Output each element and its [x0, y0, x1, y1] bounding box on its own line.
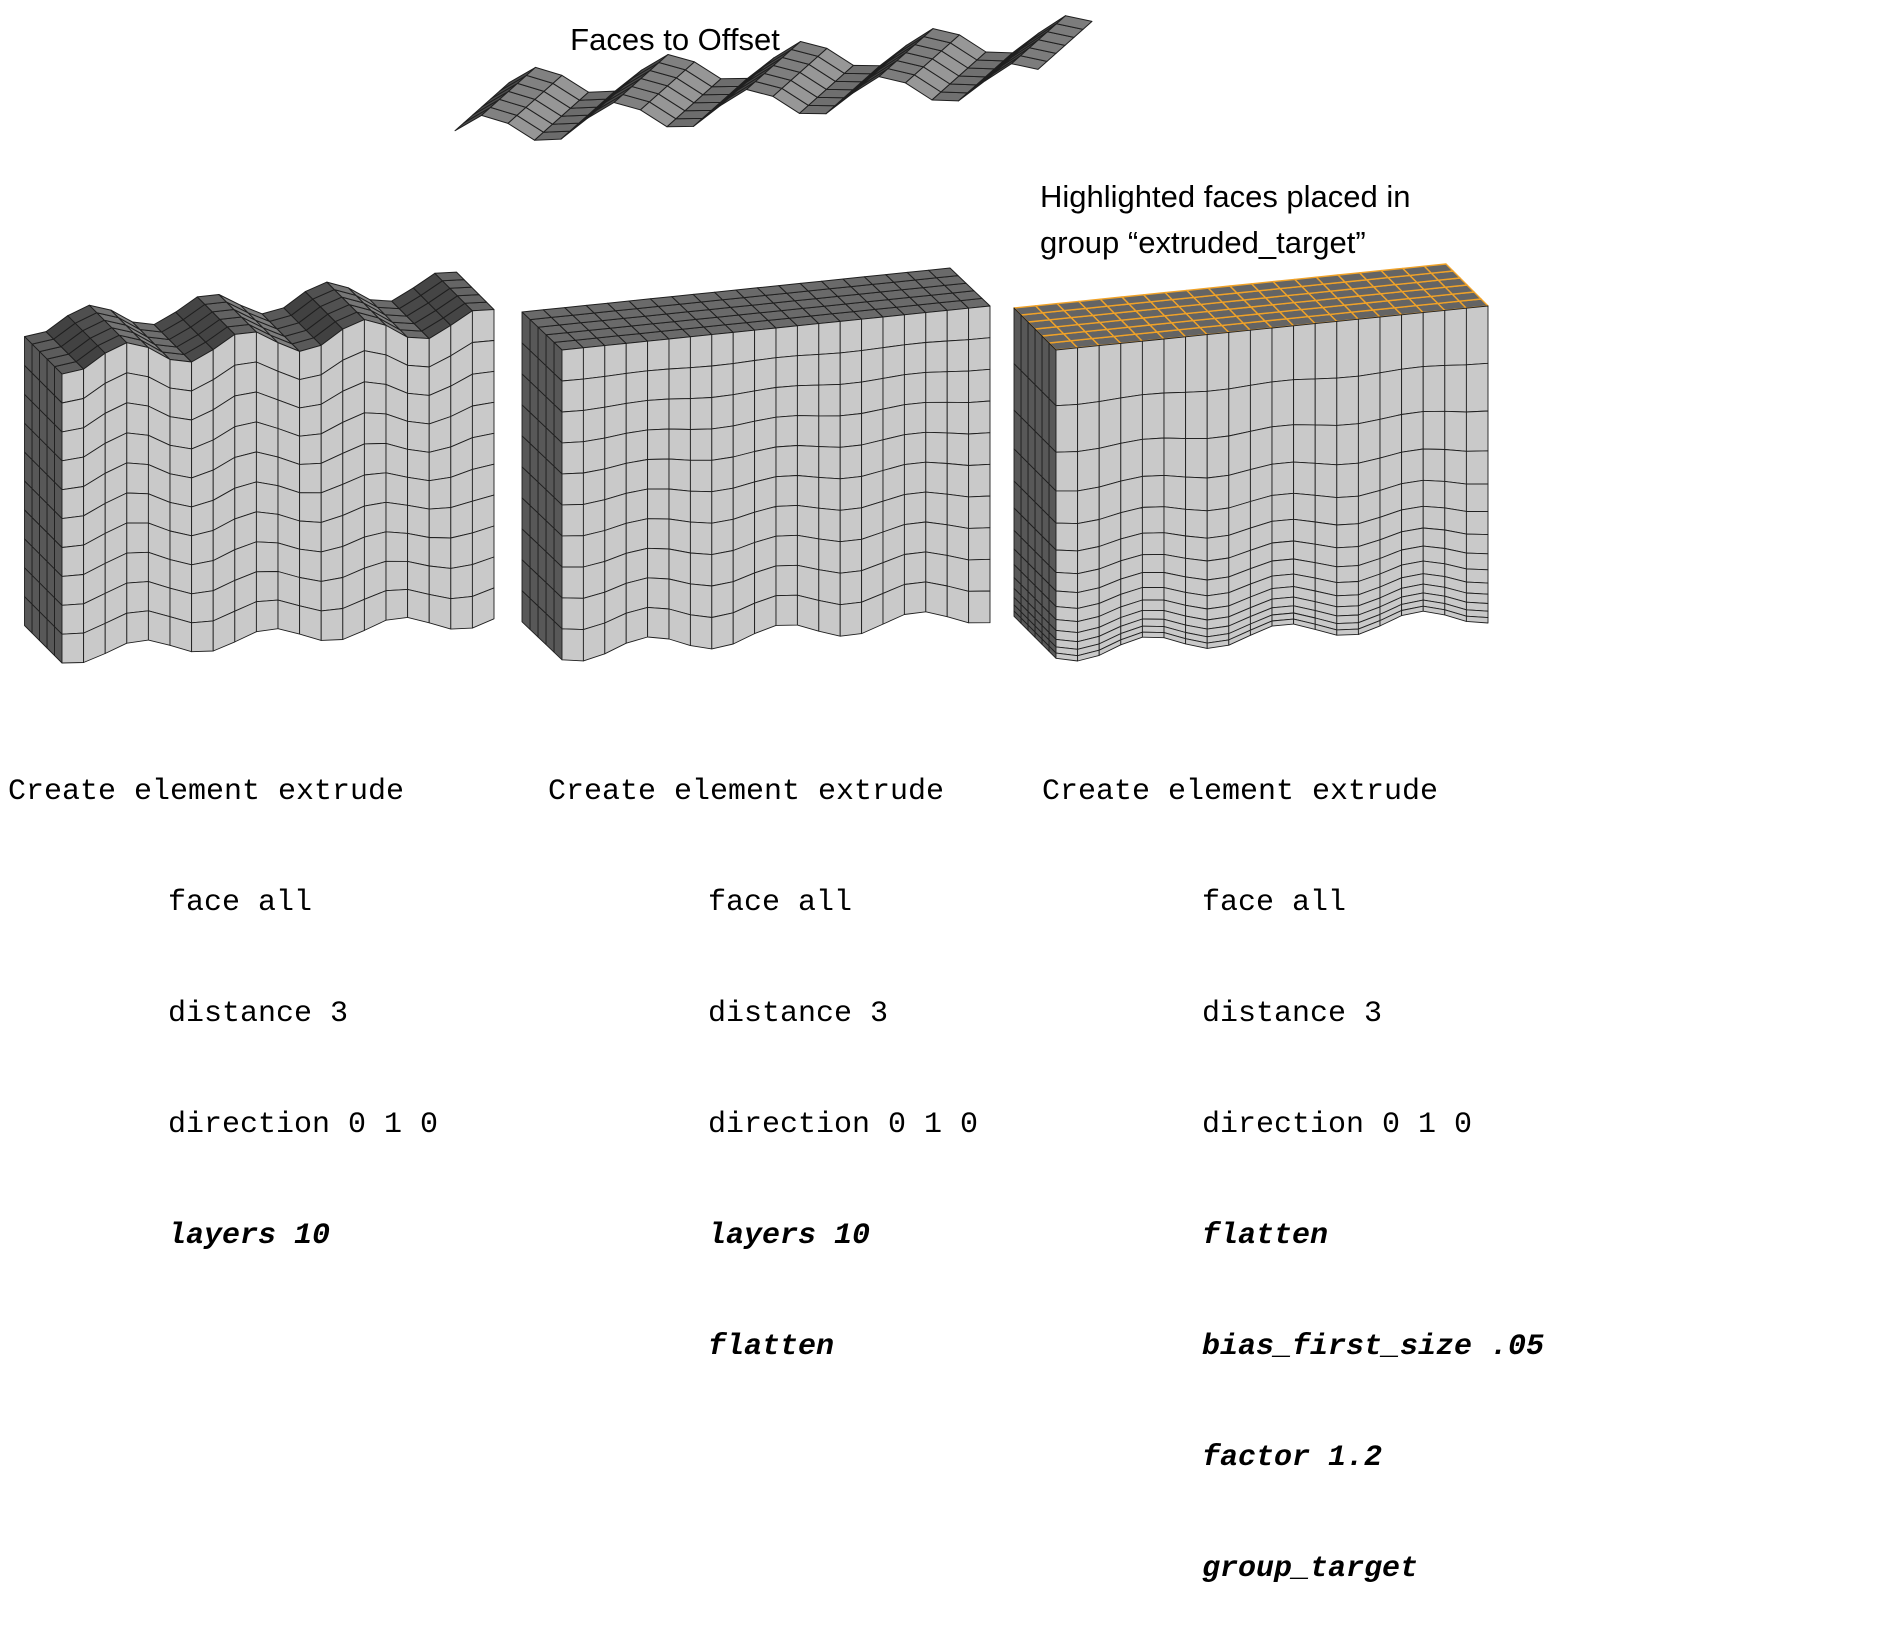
command-line: direction 0 1 0 — [1202, 1108, 1473, 1142]
command-block-right: Create element extrude face all distance… — [1042, 700, 1544, 1625]
command-line: face all — [1202, 886, 1347, 920]
command-line: direction 0 1 0 — [168, 1108, 439, 1142]
caption-line-2: group “extruded_target” — [1040, 225, 1366, 260]
extruded-block-layers10-mesh — [24, 271, 495, 664]
figure-title: Faces to Offset — [570, 22, 780, 57]
command-line-emphasis: flatten — [708, 1330, 835, 1364]
command-line: distance 3 — [708, 997, 889, 1031]
command-line: face all — [168, 886, 313, 920]
command-line: Create element extrude — [548, 775, 945, 809]
command-line: Create element extrude — [8, 775, 405, 809]
command-line-emphasis: flatten — [1202, 1219, 1329, 1253]
command-line: distance 3 — [1202, 997, 1383, 1031]
command-line-emphasis: layers 10 — [708, 1219, 871, 1253]
command-line-emphasis: factor 1.2 — [1202, 1441, 1383, 1475]
command-block-left: Create element extrude face all distance… — [8, 700, 438, 1292]
extruded-block-flatten-mesh — [521, 267, 991, 662]
extruded-block-biased-highlighted-mesh — [1013, 263, 1489, 662]
caption-line-1: Highlighted faces placed in — [1040, 179, 1411, 214]
command-line: face all — [708, 886, 853, 920]
command-line-emphasis: bias_first_size .05 — [1202, 1330, 1545, 1364]
command-block-middle: Create element extrude face all distance… — [548, 700, 978, 1403]
source-surface-mesh — [454, 15, 1093, 141]
highlight-caption: Highlighted faces placed in group “extru… — [1040, 174, 1411, 266]
command-line: distance 3 — [168, 997, 349, 1031]
command-line: direction 0 1 0 — [708, 1108, 979, 1142]
command-line: Create element extrude — [1042, 775, 1439, 809]
command-line-emphasis: group_target — [1202, 1552, 1419, 1586]
command-line-emphasis: layers 10 — [168, 1219, 331, 1253]
